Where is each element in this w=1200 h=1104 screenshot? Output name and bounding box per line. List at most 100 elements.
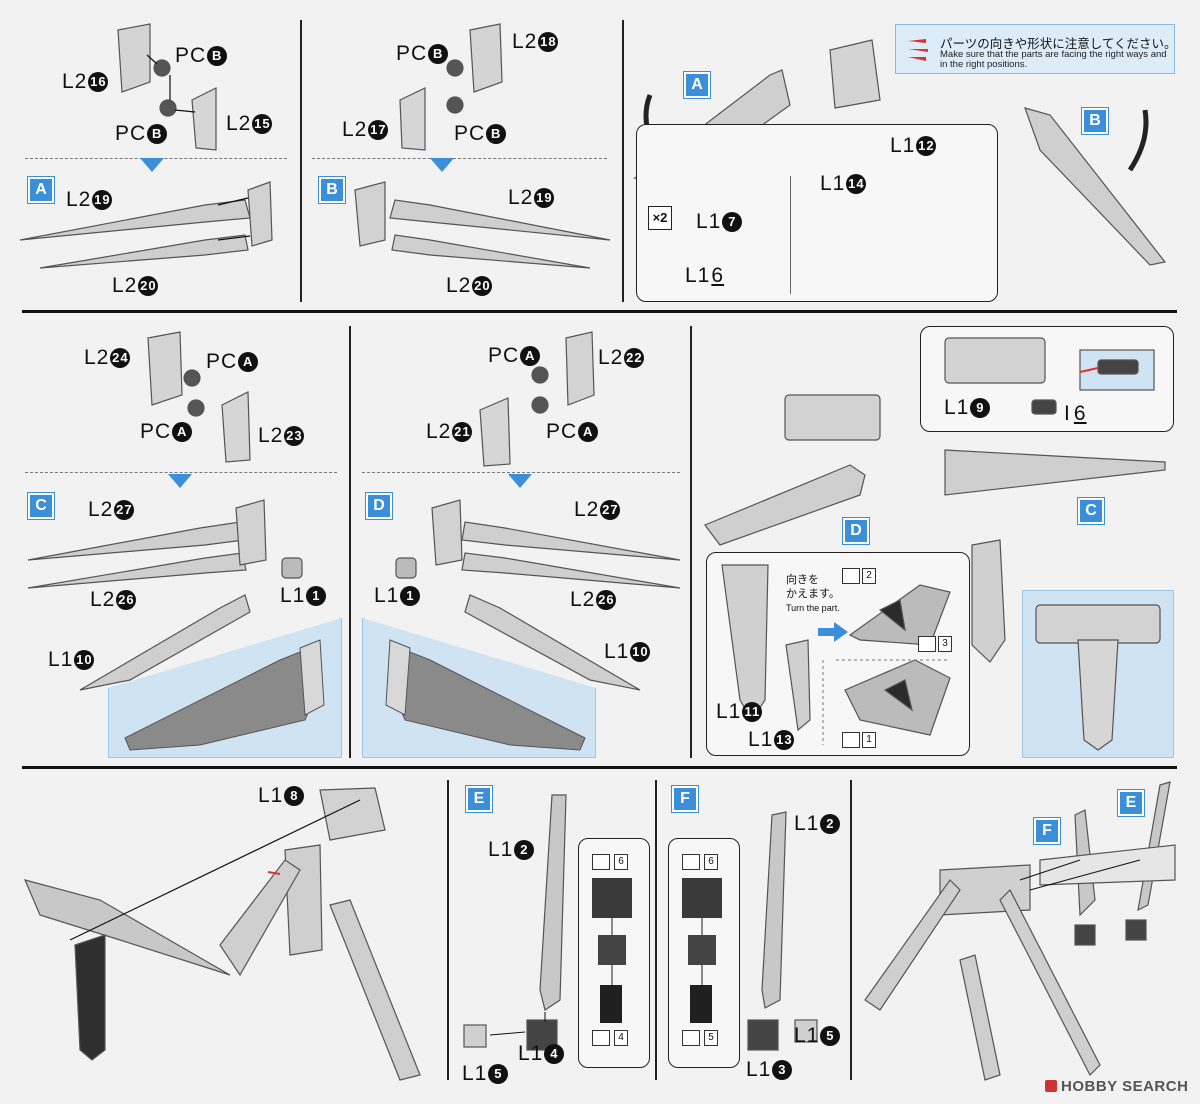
divider-col-4 xyxy=(690,326,692,758)
warning-icon xyxy=(908,39,928,61)
step-badge-d: D xyxy=(843,518,869,544)
dash-sep xyxy=(362,472,680,474)
turn-text-jp1: 向きを xyxy=(786,574,819,586)
notice-text-en: Make sure that the parts are facing the … xyxy=(940,49,1167,70)
divider-col-1 xyxy=(300,20,302,302)
view-number: 4 xyxy=(614,1030,628,1046)
hobby-search-logo-icon xyxy=(1045,1080,1057,1092)
dash-sep xyxy=(312,158,607,160)
divider-col-3 xyxy=(349,326,351,758)
preview-art-c xyxy=(124,639,325,751)
step-badge-c: C xyxy=(28,493,54,519)
divider-col-6 xyxy=(655,780,657,1080)
view-icon xyxy=(842,568,860,584)
step-badge-a: A xyxy=(684,72,710,98)
preview-art-backpack xyxy=(1035,604,1161,751)
view-number: 1 xyxy=(862,732,876,748)
step-badge-b: B xyxy=(1082,108,1108,134)
step-badge-a: A xyxy=(28,177,54,203)
view-number: 3 xyxy=(938,636,952,652)
panel7-art xyxy=(23,787,421,1081)
down-arrow-icon xyxy=(168,474,192,488)
view-icon xyxy=(592,854,610,870)
view-icon xyxy=(842,732,860,748)
callout-views-e xyxy=(578,838,650,1068)
divider-row2 xyxy=(22,766,1177,769)
panel10-art xyxy=(864,781,1176,1081)
divider-col-5 xyxy=(447,780,449,1080)
panel5-art xyxy=(395,331,681,691)
views-f-art xyxy=(682,811,818,1051)
callout-l1-parts xyxy=(636,124,998,302)
divider-row1 xyxy=(22,310,1177,313)
step-badge-e: E xyxy=(1118,790,1144,816)
view-icon xyxy=(682,854,700,870)
dash-sep xyxy=(25,472,337,474)
panel1-art xyxy=(19,23,273,269)
down-arrow-icon xyxy=(430,158,454,172)
divider-col-7 xyxy=(850,780,852,1080)
view-icon xyxy=(918,636,936,652)
notice-text-jp: パーツの向きや形状に注意してください。 xyxy=(940,37,1177,51)
turn-text-jp2: かえます。 xyxy=(786,588,840,600)
view-icon xyxy=(592,1030,610,1046)
step-badge-c: C xyxy=(1078,498,1104,524)
view-number: 6 xyxy=(614,854,628,870)
divider-col-2 xyxy=(622,20,624,302)
notice-box: パーツの向きや形状に注意してください。 Make sure that the p… xyxy=(895,24,1177,74)
step-badge-d: D xyxy=(366,493,392,519)
step-badge-b: B xyxy=(319,177,345,203)
watermark: HOBBY SEARCH xyxy=(1045,1078,1188,1095)
step-badge-e: E xyxy=(466,786,492,812)
panel2-art xyxy=(354,23,611,269)
preview-art-d xyxy=(385,639,586,751)
panel4-art xyxy=(27,331,303,691)
view-number: 6 xyxy=(704,854,718,870)
callout-divider xyxy=(790,176,791,294)
panel6-art xyxy=(704,337,1166,663)
quantity-x2-badge: ×2 xyxy=(648,206,672,230)
view-number: 2 xyxy=(862,568,876,584)
views-e-art xyxy=(592,878,632,1023)
step-badge-f: F xyxy=(672,786,698,812)
down-arrow-icon xyxy=(508,474,532,488)
